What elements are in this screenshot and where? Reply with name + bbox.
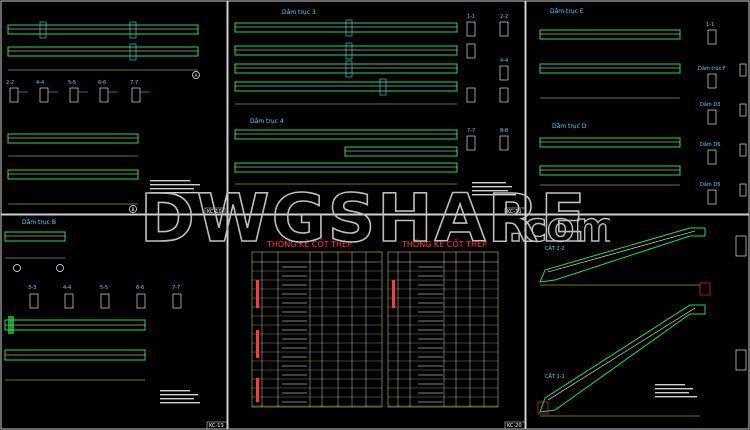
sheet-code-kc20: KC-20 (507, 423, 522, 429)
title-dam-truc-b: Dầm trục B (22, 218, 56, 226)
section-label-5-5: 5-5 (68, 80, 76, 86)
section-label-7-7-c: 7-7 (172, 285, 180, 291)
section-row-top-left: 2-2 4-4 5-5 6-6 7-7 (6, 80, 150, 103)
title-dam-truc-d: Dầm trục D (552, 122, 587, 130)
stair-sections: CẮT 2-2 CẮT 1-1 (537, 227, 747, 417)
beam-axis-e-group: Dầm trục E Dầm trục D (539, 7, 681, 186)
beam-axis-3-group: Dầm trục 3 (234, 8, 458, 105)
section-label-4-4-b: 4-4 (500, 58, 508, 64)
beam-axis-4-group: Dầm trục 4 (234, 117, 516, 196)
section-label-1-1-c: 1-1 (706, 22, 714, 28)
section-label-7-7: 7-7 (130, 80, 138, 86)
title-dam-d3: Dầm D3 (700, 100, 720, 108)
sheet-code-kc13: KC-13 (209, 423, 224, 429)
sheet-code-kc11: KC-11 (507, 209, 522, 215)
section-label-7-7-b: 7-7 (467, 128, 475, 134)
section-label-4-4: 4-4 (36, 80, 44, 86)
section-label-6-6: 6-6 (98, 80, 106, 86)
section-label-2-2-b: 2-2 (500, 14, 508, 20)
beam-axis-b-group: Dầm trục B 3-3 4-4 5-5 6-6 7-7 KC-13 (4, 218, 228, 430)
title-cat-2-2: CẮT 2-2 (545, 244, 565, 252)
table-title-2: THỐNG KÊ CỐT THÉP (401, 237, 487, 249)
section-label-6-6-b: 6-6 (136, 285, 144, 291)
grid-bubble-a: A (195, 73, 198, 78)
beam-group-top-left: A (7, 21, 200, 79)
grid-bubble-b: B (132, 207, 135, 212)
section-label-1-1: 1-1 (467, 14, 475, 20)
title-dam-d6: Dầm D6 (700, 140, 720, 148)
title-cat-1-1: CẮT 1-1 (545, 372, 565, 380)
title-dam-truc-e: Dầm trục E (550, 7, 584, 15)
table-title-1: THỐNG KÊ CỐT THÉP (266, 237, 352, 249)
title-dam-truc-f: Dầm trục F (698, 64, 726, 72)
section-label-8-8: 8-8 (500, 128, 508, 134)
section-column-top-middle: 1-1 2-2 4-4 7-7 8-8 KC-11 (466, 14, 526, 215)
title-dam-truc-4: Dầm trục 4 (250, 117, 284, 125)
title-dam-truc-3: Dầm trục 3 (282, 8, 316, 16)
section-label-2-2: 2-2 (6, 80, 14, 86)
table-rows (252, 266, 498, 407)
section-label-4-4-c: 4-4 (63, 285, 71, 291)
title-dam-d5: Dầm D5 (700, 180, 720, 188)
section-column-top-right: 1-1 Dầm trục F Dầm D3 Dầm D6 Dầm D5 (698, 22, 747, 205)
sheet-code-kc10: KC-10 (207, 209, 222, 215)
section-label-3-3: 3-3 (28, 285, 36, 291)
beam-group-top-left-lower: B KC-10 (7, 133, 226, 215)
rebar-schedule-tables: THỐNG KÊ CỐT THÉP THỐNG KÊ CỐT THÉP KC-2… (251, 237, 526, 430)
section-label-5-5-b: 5-5 (100, 285, 108, 291)
